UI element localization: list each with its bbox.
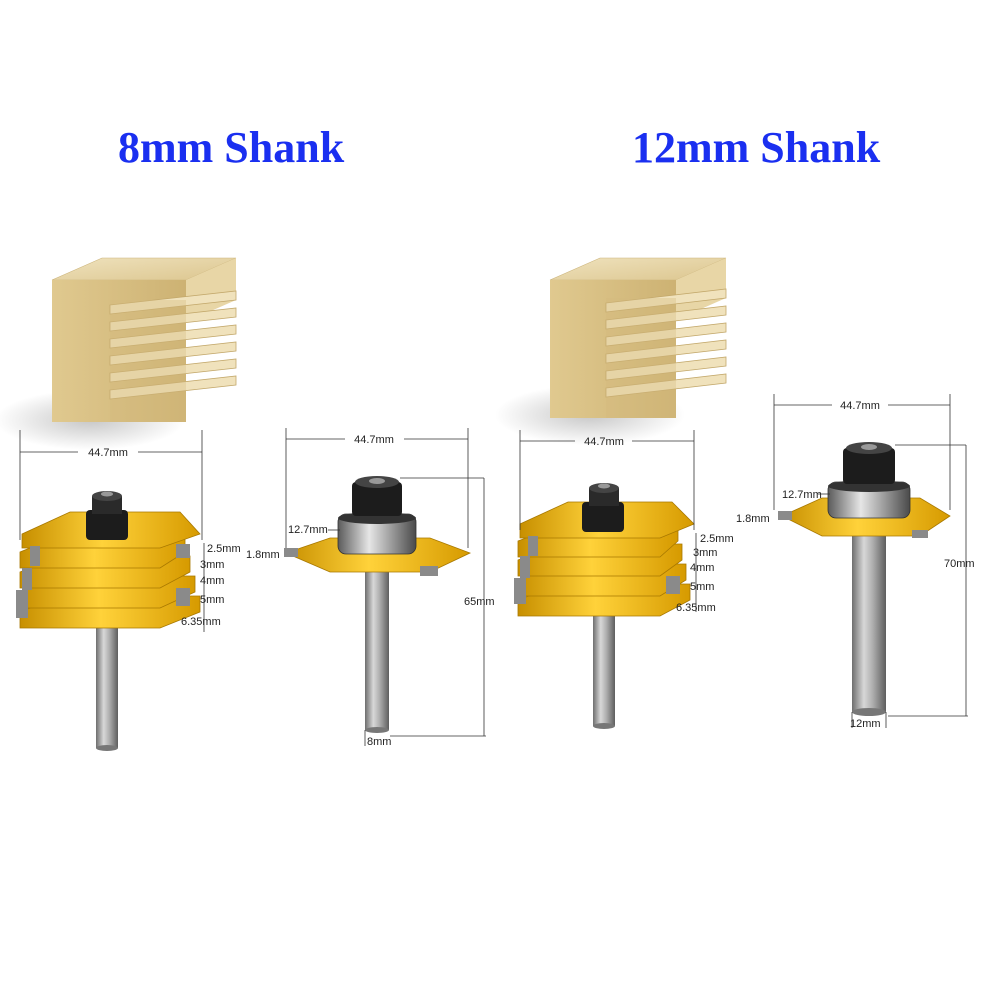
dim-gap-2: 3mm — [693, 547, 717, 559]
wood-block-left — [0, 257, 237, 450]
dim-gap-2: 3mm — [200, 559, 224, 571]
single-router-bit-right — [778, 442, 951, 716]
dimensions-stack-left: 44.7mm 2.5mm 3mm 4mm 5mm 6.35mm — [19, 430, 241, 632]
single-router-bit-left — [284, 476, 472, 733]
dimensions-stack-right: 44.7mm 2.5mm 3mm 4mm 5mm 6.35mm — [519, 430, 734, 614]
dim-width: 44.7mm — [840, 400, 880, 412]
dim-gap-1: 2.5mm — [207, 543, 241, 555]
dimensions-single-left: 44.7mm 12.7mm 1.8mm 65mm 8mm — [246, 428, 495, 748]
dim-bearing: 12.7mm — [782, 489, 822, 501]
dim-width: 44.7mm — [88, 447, 128, 459]
dim-gap-5: 6.35mm — [676, 602, 716, 614]
dim-gap-5: 6.35mm — [181, 616, 221, 628]
dim-shank: 8mm — [367, 736, 391, 748]
dim-gap-4: 5mm — [200, 594, 224, 606]
dim-width: 44.7mm — [354, 434, 394, 446]
dim-cutter: 1.8mm — [736, 513, 770, 525]
dim-length: 70mm — [944, 558, 975, 570]
dim-cutter: 1.8mm — [246, 549, 280, 561]
dim-shank: 12mm — [850, 718, 881, 730]
dim-length: 65mm — [464, 596, 495, 608]
dim-gap-3: 4mm — [690, 562, 714, 574]
title-8mm-shank: 8mm Shank — [118, 123, 345, 172]
dim-gap-1: 2.5mm — [700, 533, 734, 545]
dim-bearing: 12.7mm — [288, 524, 328, 536]
title-12mm-shank: 12mm Shank — [632, 123, 881, 172]
stack-router-bit-right — [514, 483, 695, 729]
dim-width: 44.7mm — [584, 436, 624, 448]
dim-gap-3: 4mm — [200, 575, 224, 587]
dimensions-single-right: 44.7mm 12.7mm 1.8mm 70mm 12mm — [736, 394, 975, 730]
stack-router-bit-left — [16, 491, 201, 751]
dim-gap-4: 5mm — [690, 581, 714, 593]
wood-block-right — [495, 257, 727, 445]
